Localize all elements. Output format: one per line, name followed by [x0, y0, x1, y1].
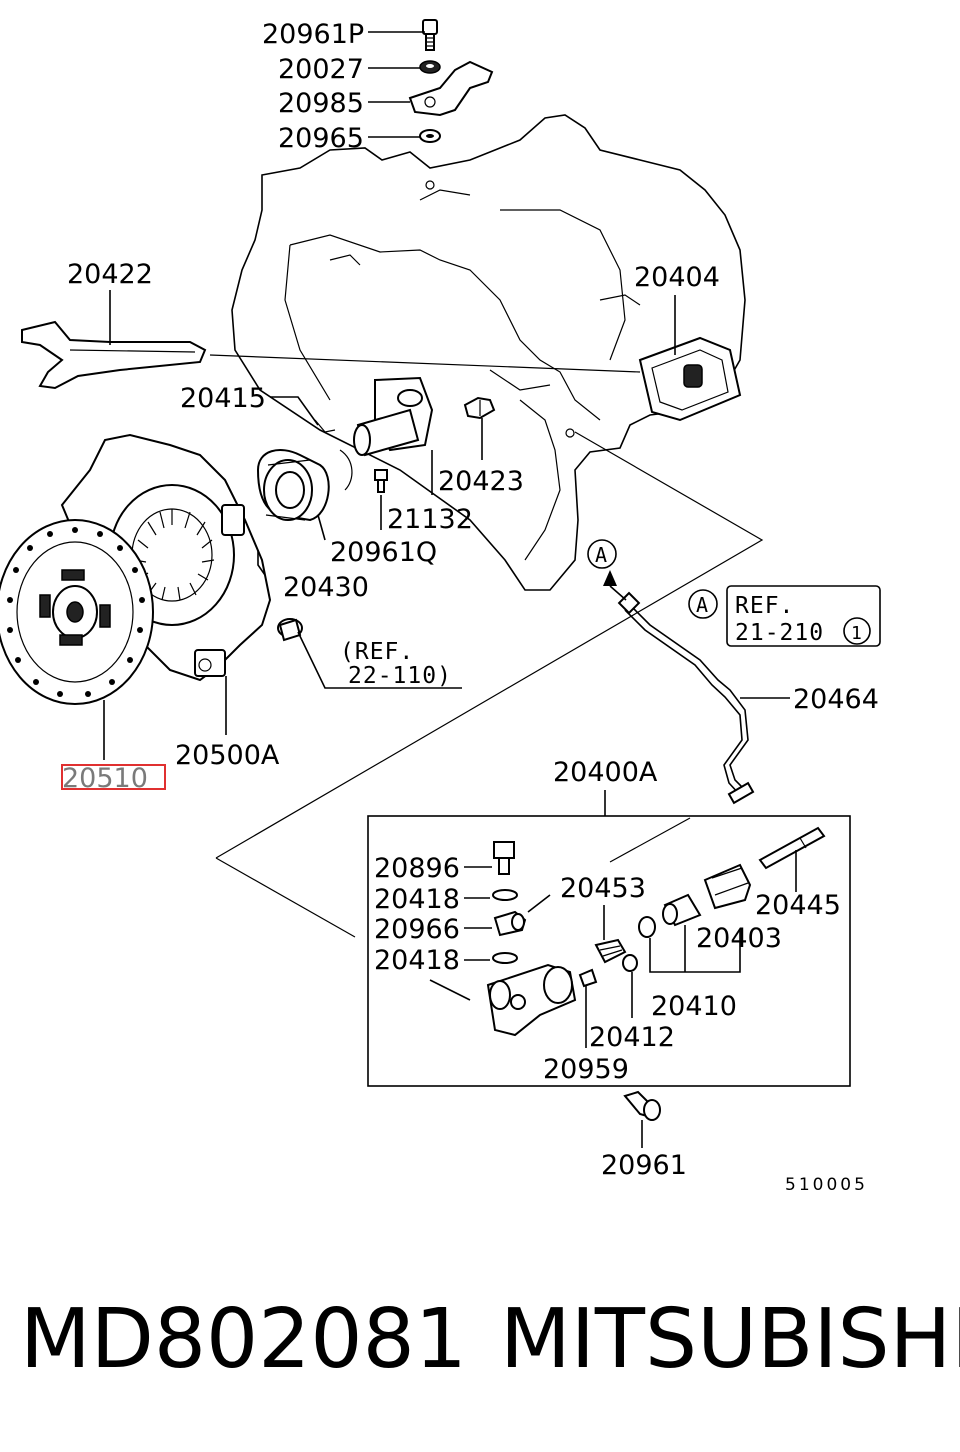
- label-20959: 20959: [543, 1054, 629, 1085]
- label-20896: 20896: [374, 853, 460, 884]
- part-number: MD802081: [20, 1292, 467, 1387]
- leader-lines: [103, 31, 676, 760]
- marker-a-circle: [587, 539, 617, 569]
- label-20510: 20510: [62, 763, 148, 794]
- pilot-bearing: [277, 618, 303, 642]
- bearing-retainer: [314, 376, 434, 491]
- label-20961P: 20961P: [262, 19, 364, 50]
- bracket-bolt-stack: [408, 19, 494, 143]
- label-20410: 20410: [651, 991, 737, 1022]
- label-20961: 20961: [601, 1150, 687, 1181]
- label-20422: 20422: [67, 259, 153, 290]
- label-20400A: 20400A: [553, 757, 658, 788]
- bolt-20423: [463, 396, 496, 420]
- label-20027: 20027: [278, 54, 364, 85]
- fork-boot: [638, 336, 742, 422]
- slave-cylinder-box: [367, 815, 851, 1087]
- ref-21-circle-text: 1: [851, 623, 863, 644]
- label-20404: 20404: [634, 262, 720, 293]
- label-20965: 20965: [278, 123, 364, 154]
- marker-a-box: A: [696, 593, 709, 617]
- label-20430: 20430: [283, 572, 369, 603]
- release-fork: [21, 320, 207, 390]
- ref-22-line1: (REF.: [340, 639, 414, 665]
- label-20966: 20966: [374, 914, 460, 945]
- slave-cylinder-parts: [429, 826, 826, 1048]
- ref-21-box: [726, 585, 881, 647]
- label-20423: 20423: [438, 466, 524, 497]
- label-20453: 20453: [560, 873, 646, 904]
- label-20464: 20464: [793, 684, 879, 715]
- label-20403: 20403: [696, 923, 782, 954]
- clutch-parts-diagram: 20961P 20027 20985 20965 20422 20404 204…: [0, 19, 881, 1195]
- ref-21-line1: REF.: [735, 593, 794, 619]
- clutch-pipe: [603, 570, 790, 805]
- label-20985: 20985: [278, 88, 364, 119]
- label-20415: 20415: [180, 383, 266, 414]
- label-20961Q: 20961Q: [330, 537, 437, 568]
- ref-21-circle: [843, 617, 871, 645]
- bolt-21132: [374, 469, 388, 493]
- footer: MD802081 MITSUBISHI: [0, 1290, 960, 1390]
- brand-name: MITSUBISHI: [500, 1292, 960, 1387]
- ref-22-line2: 22-110): [348, 663, 452, 689]
- clutch-disc: [0, 519, 154, 705]
- ref-21-line2: 21-210: [735, 620, 824, 646]
- label-21132: 21132: [387, 504, 473, 535]
- marker-a-box-circle: [688, 589, 718, 619]
- reference-notes: (REF. 22-110) REF. 21-210 1 A A 510005: [340, 543, 868, 1195]
- part-labels: 20961P 20027 20985 20965 20422 20404 204…: [62, 19, 879, 1181]
- release-bearing: [256, 449, 330, 522]
- label-20445: 20445: [755, 890, 841, 921]
- label-20418-lower: 20418: [374, 945, 460, 976]
- marker-a-top: A: [595, 543, 608, 567]
- diagram-code: 510005: [785, 1175, 868, 1195]
- bolt-20961: [623, 1090, 661, 1148]
- label-20500A: 20500A: [175, 740, 280, 771]
- highlight-box-20510: [61, 764, 166, 790]
- label-20418-upper: 20418: [374, 884, 460, 915]
- leader-pipe-box: [609, 817, 691, 863]
- label-20412: 20412: [589, 1022, 675, 1053]
